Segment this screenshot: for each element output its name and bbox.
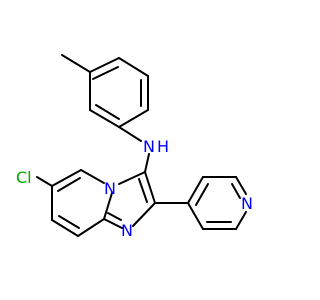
bond-tolyl-5-inner	[95, 104, 120, 120]
bond-tolyl-2	[118, 57, 149, 77]
bond-c2-n1	[132, 202, 156, 227]
bond-pyr-6	[187, 202, 204, 230]
bond-c3-c2-inner	[138, 178, 148, 203]
atom-label-n-pyridine: N	[241, 194, 253, 213]
bond-n1-c8a	[103, 218, 123, 229]
bond-c7-c8-inner	[58, 215, 80, 229]
bond-tolyl-1-inner	[92, 66, 119, 80]
atom-label-cl: Cl	[16, 168, 32, 187]
bond-n4-c5	[80, 169, 105, 184]
bond-lines	[36, 54, 247, 237]
bond-tolyl-4	[118, 109, 149, 128]
bond-n1-c8a-inner	[107, 212, 122, 221]
bond-c3-n4	[118, 171, 146, 185]
bond-pyr-1	[187, 176, 204, 204]
atom-label-n-bridge: N	[104, 179, 116, 198]
bond-pyr-3-inner	[231, 183, 241, 199]
bond-c5-c6	[51, 169, 82, 187]
bond-tolyl-1	[89, 57, 120, 73]
bond-pyr-1-inner	[195, 183, 209, 206]
bond-tolyl-5	[89, 109, 120, 128]
bond-tolyl-nh	[118, 126, 142, 142]
atom-labels: N H N N N Cl	[16, 137, 253, 240]
bond-c5-c6-inner	[57, 177, 81, 192]
atom-label-nh: N	[143, 137, 155, 156]
bond-pyr-4	[235, 211, 247, 230]
structure-diagram: N H N N N Cl	[16, 54, 253, 240]
bond-c8-c8a	[77, 218, 105, 237]
bond-c3-c2	[144, 171, 156, 204]
bond-c6-cl	[36, 176, 53, 187]
bond-c7-c8	[51, 219, 79, 237]
bond-nh-c3	[144, 153, 150, 173]
bond-methyl	[61, 54, 91, 73]
atom-label-n-imidazole: N	[121, 221, 133, 240]
molecule-canvas: N H N N N Cl	[16, 54, 253, 240]
bond-c8a-n4	[103, 192, 113, 220]
bond-pyr-3	[235, 176, 247, 195]
atom-label-nh-h: H	[157, 137, 169, 156]
